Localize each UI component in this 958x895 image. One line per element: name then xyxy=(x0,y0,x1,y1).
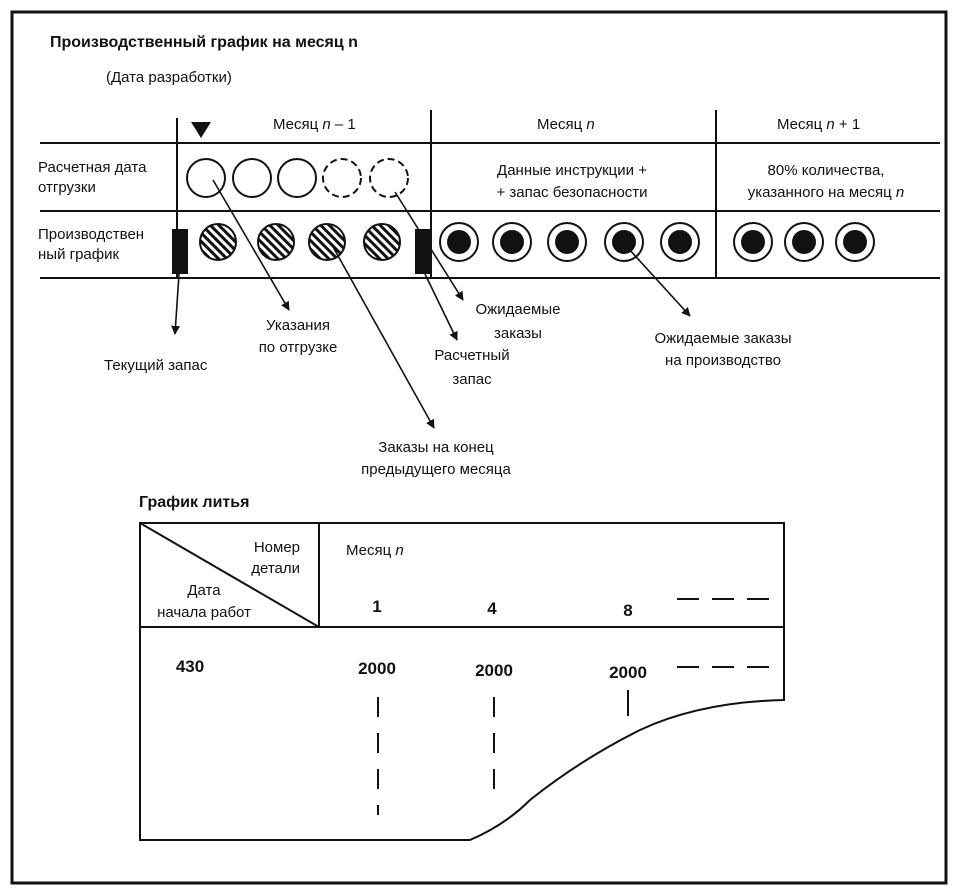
quantity-dashed-lines xyxy=(377,690,629,815)
ring-circle xyxy=(439,222,479,262)
ring-circle xyxy=(784,222,824,262)
casting-title: График литья xyxy=(139,494,249,511)
ring-circle xyxy=(835,222,875,262)
filled-circles xyxy=(439,222,875,262)
shipping-circle xyxy=(186,158,226,198)
quantity-part-8: 2000 xyxy=(609,663,647,682)
part-number-8: 8 xyxy=(623,601,632,620)
arrow-safety-stock xyxy=(424,273,458,341)
month-prev-header: Месяц n – 1 xyxy=(273,116,356,133)
shipping-circle-dashed xyxy=(322,158,362,198)
quantity-part-1: 2000 xyxy=(358,659,396,678)
arrow-expected-production-orders xyxy=(627,247,691,317)
ring-circle xyxy=(733,222,773,262)
part-number-4: 4 xyxy=(487,599,497,618)
ring-circle xyxy=(547,222,587,262)
continuation-dashes xyxy=(677,598,778,668)
start-date-value: 430 xyxy=(176,657,204,676)
month-current-header: Месяц n xyxy=(537,116,595,133)
current-stock-bar xyxy=(172,229,188,274)
outer-frame xyxy=(10,10,948,885)
safety-stock-bar xyxy=(415,229,431,274)
hatched-circle xyxy=(363,223,401,261)
page-title: Производственный график на месяц n xyxy=(50,34,358,51)
hatched-circle xyxy=(199,223,237,261)
hatched-circle xyxy=(257,223,295,261)
arrow-shipping-instructions xyxy=(212,179,290,311)
callout-current-stock: Текущий запас xyxy=(104,357,208,374)
development-date-marker xyxy=(191,122,211,138)
shipping-circle xyxy=(277,158,317,198)
callout-arrows xyxy=(171,179,691,429)
arrow-expected-orders xyxy=(394,191,464,301)
shipping-circle-dashed xyxy=(369,158,409,198)
casting-month-header: Месяц n xyxy=(346,542,404,559)
part-number-1: 1 xyxy=(372,597,381,616)
arrow-current-stock xyxy=(171,273,181,335)
shipping-circles xyxy=(186,158,409,198)
casting-table xyxy=(139,522,785,841)
ring-circle xyxy=(492,222,532,262)
shipping-circle xyxy=(232,158,272,198)
arrow-previous-month-orders xyxy=(331,244,435,429)
ring-circle xyxy=(604,222,644,262)
page-subtitle: (Дата разработки) xyxy=(106,69,232,86)
hatched-circles xyxy=(199,223,401,261)
current-month-description: Данные инструкции ++ запас безопасности xyxy=(496,162,647,201)
quantity-part-4: 2000 xyxy=(475,661,513,680)
ring-circle xyxy=(660,222,700,262)
month-next-header: Месяц n + 1 xyxy=(777,116,860,133)
hatched-circle xyxy=(308,223,346,261)
next-month-description: 80% количества,указанного на месяц n xyxy=(748,162,905,201)
